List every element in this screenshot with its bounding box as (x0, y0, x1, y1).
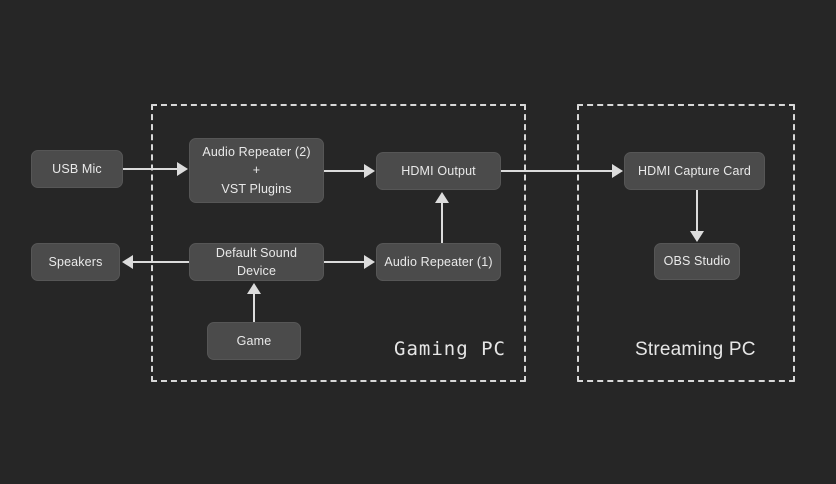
node-default-sound-device[interactable]: Default Sound Device (189, 243, 324, 281)
group-gaming-pc (151, 104, 526, 382)
node-audio-repeater-2[interactable]: Audio Repeater (2) + VST Plugins (189, 138, 324, 203)
edge-default-sound-device-to-speakers (131, 261, 189, 263)
node-obs-studio[interactable]: OBS Studio (654, 243, 740, 280)
node-game[interactable]: Game (207, 322, 301, 360)
arrowhead-usb-mic-to-audio-repeater-2 (177, 162, 188, 176)
node-audio-repeater-1[interactable]: Audio Repeater (1) (376, 243, 501, 281)
edge-default-sound-device-to-audio-repeater-1 (324, 261, 366, 263)
arrowhead-hdmi-capture-card-to-obs-studio (690, 231, 704, 242)
arrowhead-hdmi-output-to-hdmi-capture-card (612, 164, 623, 178)
group-label-gaming-pc: Gaming PC (394, 338, 506, 360)
node-hdmi-capture-card[interactable]: HDMI Capture Card (624, 152, 765, 190)
edge-usb-mic-to-audio-repeater-2 (123, 168, 179, 170)
arrowhead-audio-repeater-2-to-hdmi-output (364, 164, 375, 178)
node-speakers[interactable]: Speakers (31, 243, 120, 281)
edge-audio-repeater-2-to-hdmi-output (324, 170, 366, 172)
edge-hdmi-capture-card-to-obs-studio (696, 190, 698, 233)
arrowhead-default-sound-device-to-speakers (122, 255, 133, 269)
group-label-streaming-pc: Streaming PC (635, 339, 756, 360)
node-hdmi-output[interactable]: HDMI Output (376, 152, 501, 190)
edge-hdmi-output-to-hdmi-capture-card (501, 170, 614, 172)
arrowhead-audio-repeater-1-to-hdmi-output (435, 192, 449, 203)
node-usb-mic[interactable]: USB Mic (31, 150, 123, 188)
arrowhead-game-to-default-sound-device (247, 283, 261, 294)
edge-audio-repeater-1-to-hdmi-output (441, 202, 443, 243)
arrowhead-default-sound-device-to-audio-repeater-1 (364, 255, 375, 269)
edge-game-to-default-sound-device (253, 293, 255, 324)
group-streaming-pc (577, 104, 795, 382)
